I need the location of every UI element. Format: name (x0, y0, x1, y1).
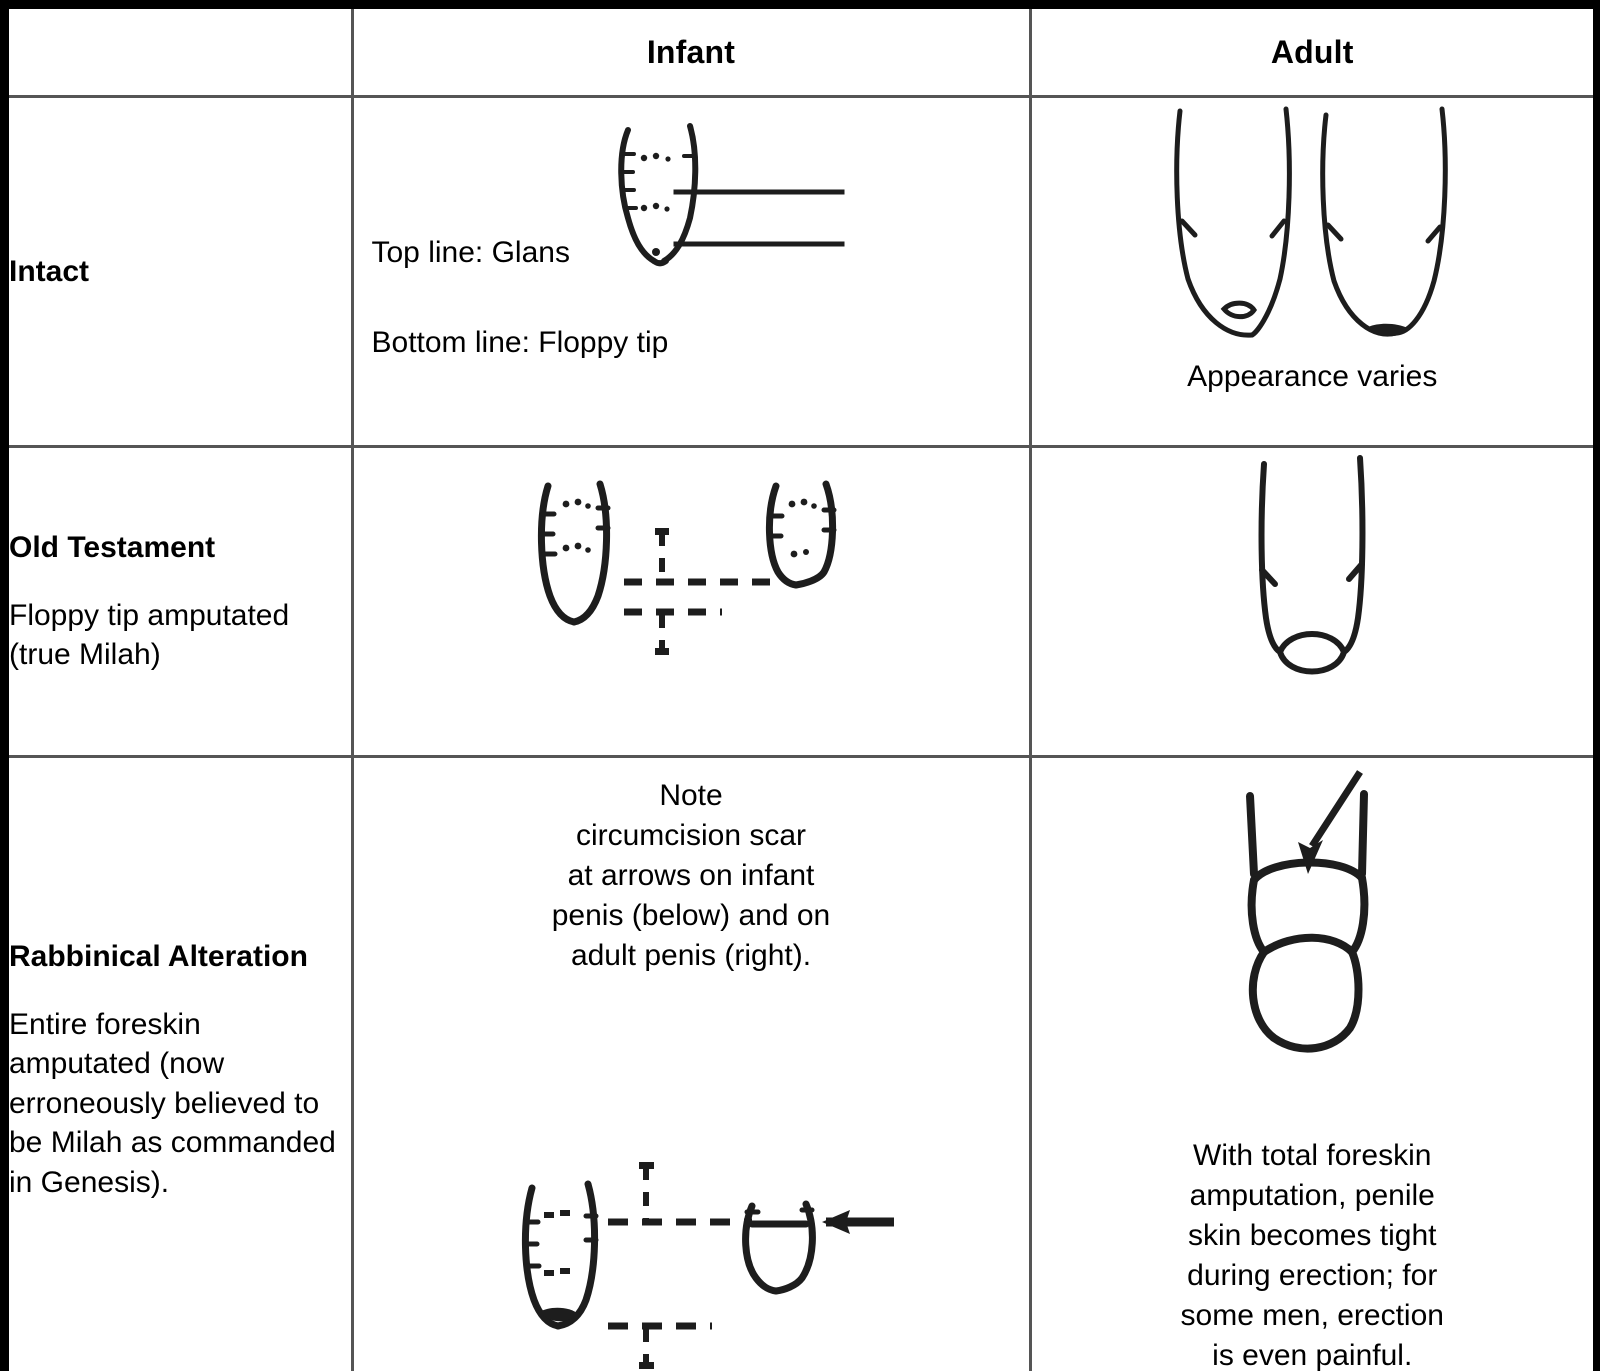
row-label-rabbinical-alteration: Rabbinical Alteration Entire foreskin am… (9, 755, 354, 1371)
caption-line: during erection; for (1187, 1258, 1438, 1292)
intact-adult-caption: Appearance varies (1187, 360, 1438, 393)
header-cell-infant: Infant (350, 9, 1032, 98)
row-title: Old Testament (9, 531, 216, 565)
note-line: at arrows on infant (567, 858, 815, 892)
cell-rabbinical-infant: Note circumcision scar at arrows on infa… (350, 755, 1032, 1371)
row-description: Floppy tip amputated (true Milah) (9, 598, 290, 672)
scar-arrow-icon (1298, 770, 1364, 874)
rabbinical-adult-caption: With total foreskin amputation, penile s… (1044, 1136, 1582, 1371)
row-description: Entire foreskin amputated (now erroneous… (9, 1007, 336, 1199)
header-cell-blank (9, 9, 354, 98)
row-label-old-testament: Old Testament Floppy tip amputated (true… (9, 445, 354, 758)
table-row: Old Testament Floppy tip amputated (true… (9, 445, 1593, 758)
row-label-intact: Intact (9, 95, 354, 448)
intact-adult-penis-diagram (1162, 103, 1462, 358)
cell-old-testament-adult (1028, 445, 1593, 758)
note-line: penis (below) and on (551, 898, 831, 932)
table-row: Intact (9, 95, 1593, 448)
caption-line: some men, erection (1180, 1298, 1444, 1332)
comparison-table: Infant Adult Intact (9, 9, 1593, 1371)
note-line: Note (659, 779, 723, 812)
row-title: Rabbinical Alteration (9, 939, 308, 973)
cell-rabbinical-adult: With total foreskin amputation, penile s… (1028, 755, 1593, 1371)
table-row: Rabbinical Alteration Entire foreskin am… (9, 755, 1593, 1371)
intact-infant-penis-diagram (604, 114, 984, 284)
cell-old-testament-infant (350, 445, 1032, 758)
cell-intact-adult: Appearance varies (1028, 95, 1593, 448)
note-line: adult penis (right). (570, 938, 812, 972)
caption-line: With total foreskin (1193, 1139, 1432, 1173)
caption-line: skin becomes tight (1188, 1218, 1437, 1252)
legend-bottom-line: Bottom line: Floppy tip (371, 326, 669, 359)
scar-arrow-icon (821, 1209, 894, 1234)
table-header-row: Infant Adult (9, 9, 1593, 98)
old-testament-infant-penis-diagram (526, 462, 856, 662)
old-testament-adult-penis-diagram (1212, 452, 1412, 702)
caption-line: amputation, penile (1189, 1179, 1435, 1213)
header-cell-adult: Adult (1028, 9, 1593, 98)
cell-intact-infant: Top line: Glans Bottom line: Floppy tip (350, 95, 1032, 448)
rabbinical-infant-penis-diagram (504, 1144, 904, 1371)
caption-line: is even painful. (1212, 1338, 1413, 1371)
rabbinical-infant-note: Note circumcision scar at arrows on infa… (354, 776, 1029, 975)
legend-top-line: Top line: Glans (371, 236, 570, 269)
intact-infant-legend: Top line: Glans Bottom line: Floppy tip (372, 238, 669, 358)
row-title: Intact (9, 254, 90, 288)
rabbinical-adult-penis-diagram (1202, 762, 1422, 1062)
note-line: circumcision scar (575, 818, 807, 852)
